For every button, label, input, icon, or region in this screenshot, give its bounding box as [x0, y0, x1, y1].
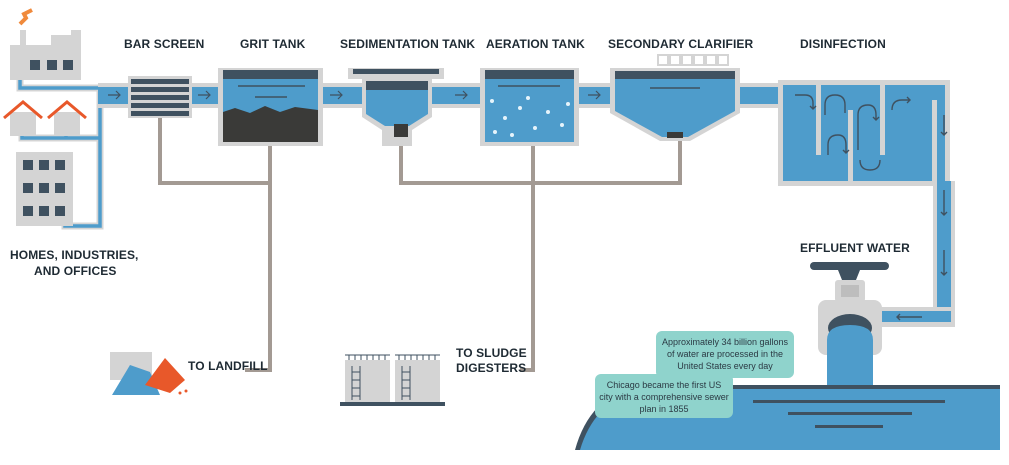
label-to-landfill: TO LANDFILL [188, 359, 268, 373]
label-secondary-clarifier: SECONDARY CLARIFIER [608, 37, 754, 51]
label-source-line2: AND OFFICES [34, 264, 117, 278]
sludge-digesters-icon [340, 354, 445, 406]
label-effluent-water: EFFLUENT WATER [800, 241, 910, 255]
sedimentation-tank-graphic [348, 68, 444, 146]
disinfection-graphic [778, 80, 955, 327]
label-bar-screen: BAR SCREEN [124, 37, 205, 51]
label-disinfection: DISINFECTION [800, 37, 886, 51]
label-to-sludge-line1: TO SLUDGE [456, 346, 527, 360]
label-aeration-tank: AERATION TANK [486, 37, 585, 51]
label-source-line1: HOMES, INDUSTRIES, [10, 248, 139, 262]
callout-water-volume: Approximately 34 billion gallons of wate… [656, 331, 794, 378]
effluent-valve-graphic [810, 262, 889, 385]
houses-icon [3, 100, 87, 136]
sludge-lines [158, 117, 682, 372]
factory-icon [10, 8, 81, 80]
office-building-icon [16, 152, 73, 226]
secondary-clarifier-graphic [610, 54, 740, 141]
grit-tank-graphic [218, 68, 323, 146]
label-sedimentation-tank: SEDIMENTATION TANK [340, 37, 476, 51]
label-grit-tank: GRIT TANK [240, 37, 306, 51]
landfill-pile-icon [110, 352, 188, 395]
flow-arrows [108, 90, 601, 100]
bar-screen-graphic [128, 76, 192, 118]
aeration-tank-graphic [480, 68, 579, 146]
callout-chicago-sewer: Chicago became the first US city with a … [595, 374, 733, 418]
label-to-sludge-line2: DIGESTERS [456, 361, 527, 375]
